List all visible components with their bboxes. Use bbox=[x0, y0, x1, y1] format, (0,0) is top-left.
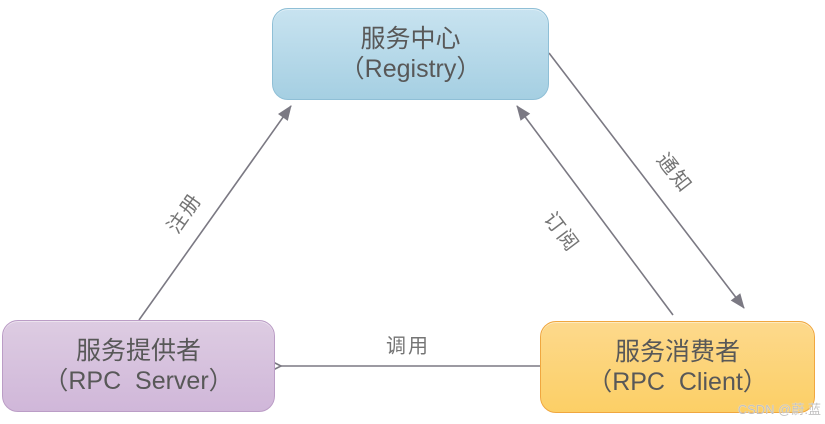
registry-title: 服务中心 bbox=[360, 25, 461, 53]
server-subtitle: （RPC Server） bbox=[43, 367, 234, 395]
server-title: 服务提供者 bbox=[75, 337, 201, 365]
subscribe-edge-label: 订阅 bbox=[538, 208, 584, 257]
client-title: 服务消费者 bbox=[614, 338, 740, 366]
registry-subtitle: （Registry） bbox=[339, 55, 482, 83]
register-arrow bbox=[138, 105, 292, 321]
invoke-edge-label: 调用 bbox=[386, 335, 430, 358]
node-registry: 服务中心 （Registry） bbox=[272, 8, 549, 100]
notify-edge-label: 通知 bbox=[651, 149, 697, 198]
client-subtitle: （RPC Client） bbox=[587, 368, 768, 396]
notify-arrow bbox=[548, 52, 745, 309]
csdn-watermark: CSDN @蔚.蓝 bbox=[737, 402, 821, 417]
node-rpc-client: 服务消费者 （RPC Client） bbox=[540, 321, 815, 413]
register-edge-label: 注册 bbox=[163, 189, 207, 238]
node-rpc-server: 服务提供者 （RPC Server） bbox=[2, 320, 275, 412]
subscribe-arrow bbox=[516, 105, 674, 316]
